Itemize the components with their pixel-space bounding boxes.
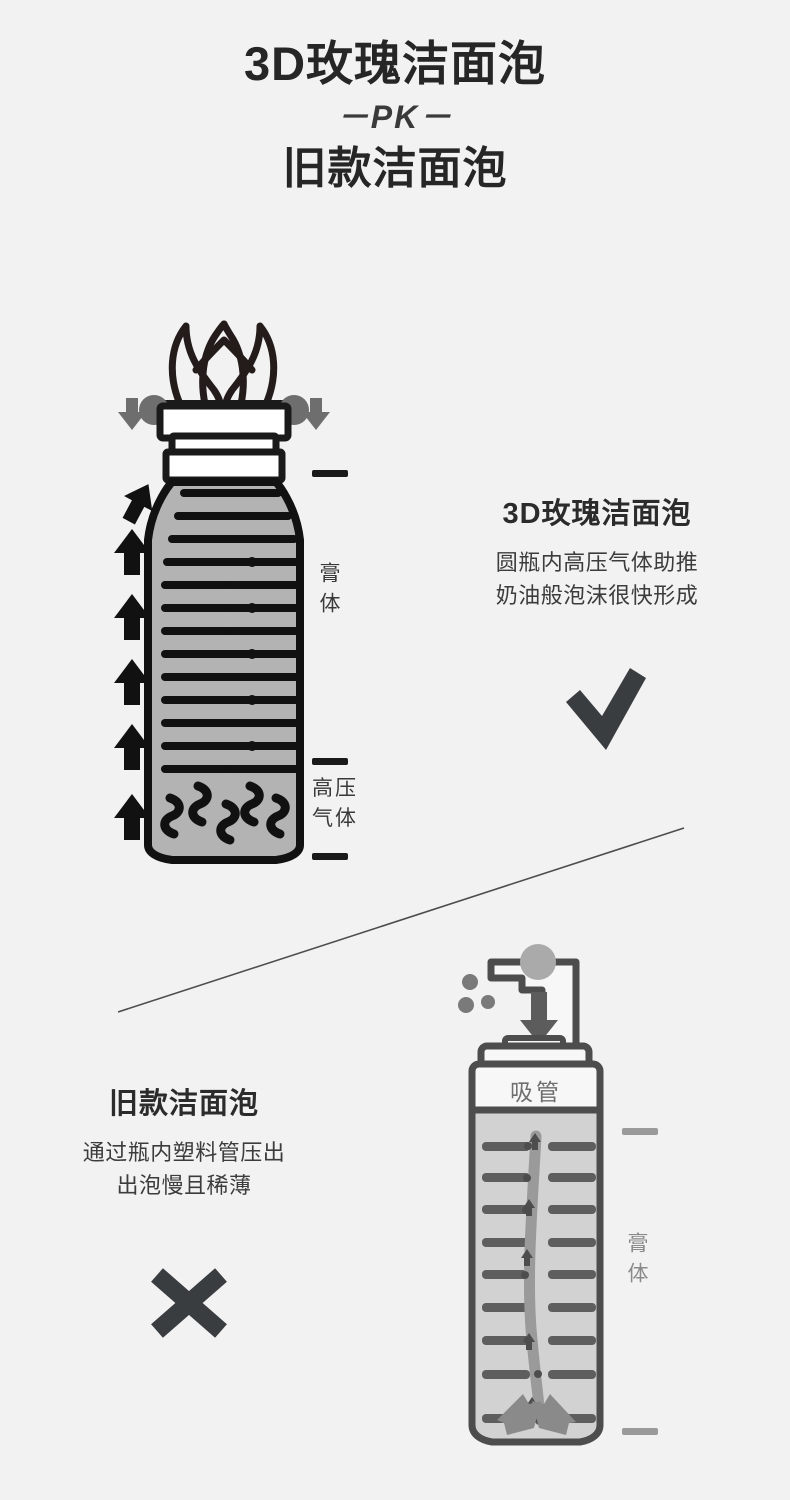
gas-flow-arrows	[114, 484, 153, 840]
tick-old-paste-bottom	[622, 1428, 658, 1435]
pump-press-button[interactable]	[520, 944, 556, 980]
new-bottle-paste-label: 膏体	[317, 562, 340, 622]
new-product-callout: 3D玫瑰洁面泡 圆瓶内高压气体助推 奶油般泡沫很快形成	[452, 496, 742, 612]
title-pk-separator: －PK－	[336, 99, 454, 136]
tick-paste-top	[312, 470, 348, 477]
cross-icon	[151, 1268, 227, 1338]
straw-intake-arrows-icon	[497, 1394, 576, 1435]
page-title: 3D玫瑰洁面泡 －PK－ 旧款洁面泡	[0, 36, 790, 196]
new-product-desc-line2: 奶油般泡沫很快形成	[495, 583, 699, 609]
title-main-new-product: 3D玫瑰洁面泡	[243, 37, 547, 90]
old-bottle-body	[468, 1106, 604, 1446]
old-bottle-paste-texture	[482, 1142, 596, 1423]
high-pressure-gas-squiggles	[160, 781, 290, 845]
tick-old-paste-top	[622, 1128, 658, 1135]
pump-press-arrow-icon	[520, 992, 558, 1044]
cap-lower-block	[162, 448, 286, 484]
old-product-desc-line2: 出泡慢且稀薄	[116, 1173, 252, 1199]
tick-gas-bottom	[312, 853, 348, 860]
old-product-heading: 旧款洁面泡	[108, 1088, 259, 1120]
old-bottle-illustration	[458, 944, 658, 1446]
new-product-heading: 3D玫瑰洁面泡	[502, 498, 692, 530]
new-bottle-illustration	[114, 320, 348, 864]
old-bottle-straw-label: 吸管	[510, 1079, 562, 1105]
rose-flower-icon	[168, 320, 278, 408]
diagonal-divider	[117, 827, 685, 1013]
press-arrow-left-icon	[118, 398, 146, 430]
old-bottle-paste-label: 膏体	[625, 1232, 648, 1292]
tick-paste-bottom	[312, 758, 348, 765]
check-icon	[566, 668, 646, 750]
new-bottle-paste-texture	[161, 489, 304, 773]
foam-droplets-icon	[458, 974, 495, 1013]
new-product-desc-line1: 圆瓶内高压气体助推	[495, 550, 699, 576]
press-arrow-right-icon	[302, 398, 330, 430]
old-product-desc-line1: 通过瓶内塑料管压出	[82, 1140, 286, 1166]
new-bottle-gas-label-line1: 高压	[312, 777, 358, 800]
new-bottle-gas-label-line2: 气体	[312, 807, 358, 830]
title-sub-old-product: 旧款洁面泡	[282, 143, 508, 193]
straw-tube	[523, 1130, 546, 1426]
old-product-callout: 旧款洁面泡 通过瓶内塑料管压出 出泡慢且稀薄	[24, 1086, 344, 1202]
